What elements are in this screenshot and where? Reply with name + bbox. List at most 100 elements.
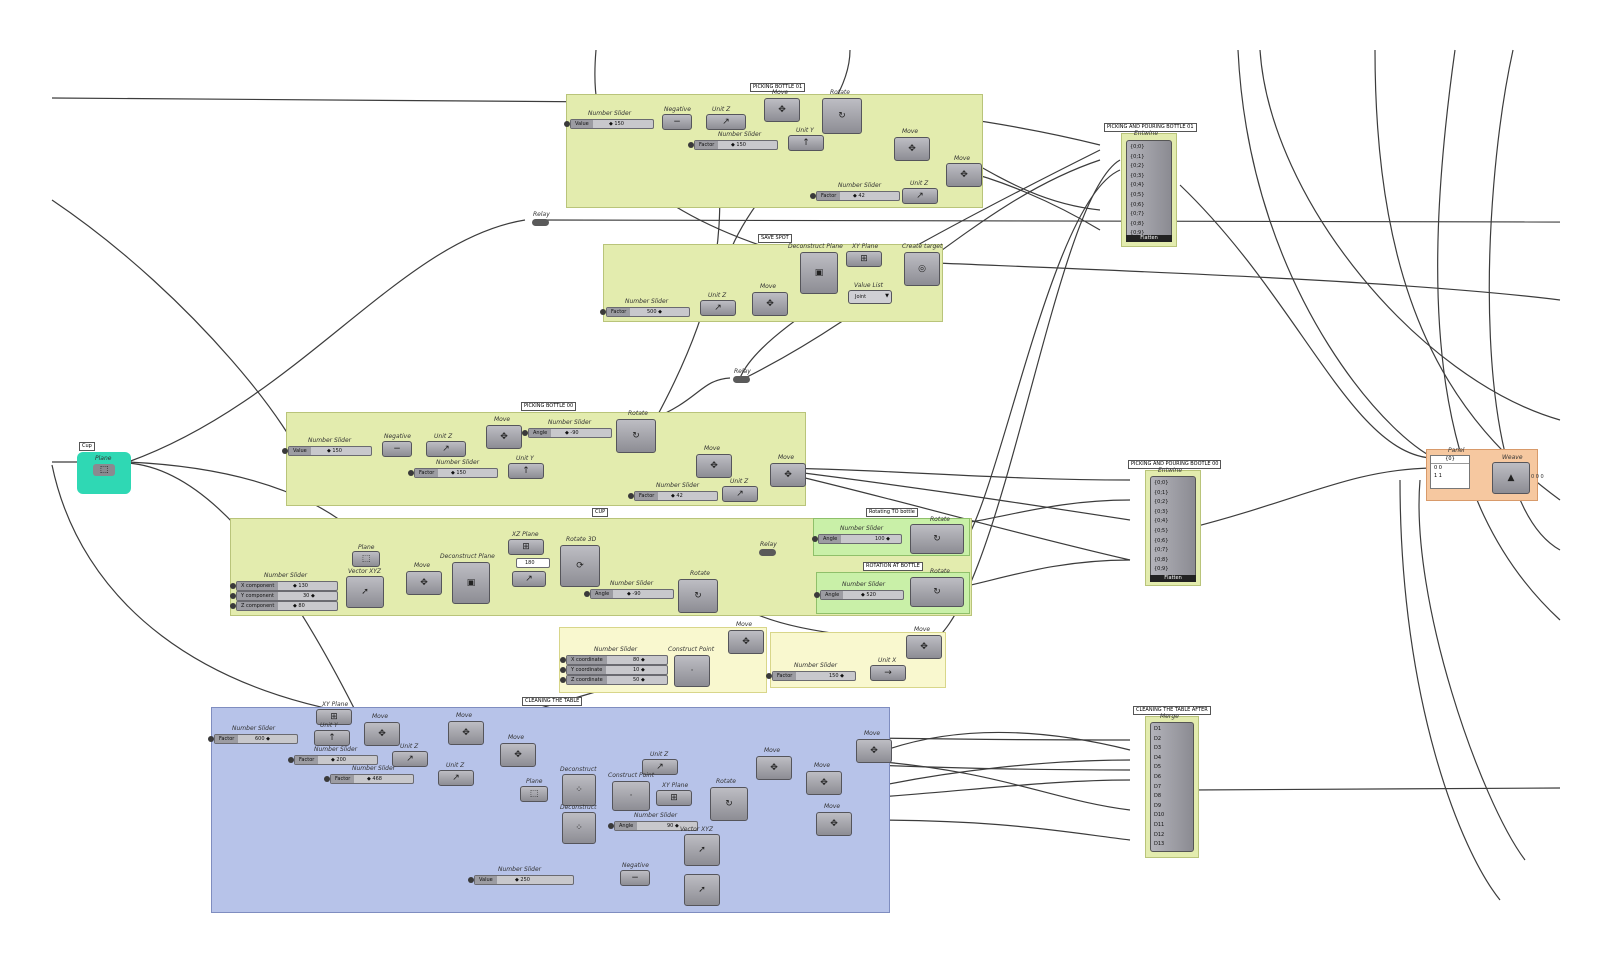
save-valuelist[interactable]: Joint ▼ (848, 290, 892, 304)
b01-negative[interactable]: − (662, 114, 692, 130)
pt-x-slider[interactable]: X coordinate 80 ◆ (560, 655, 668, 665)
cup-y-slider[interactable]: Y component 30 ◆ (230, 591, 338, 601)
slider-name: X coordinate (567, 656, 607, 664)
cup-rotate-3d[interactable]: ⟳ (560, 545, 600, 587)
b01-move-3[interactable]: ✥ (946, 163, 982, 187)
ct-angle90-slider[interactable]: Angle 90 ◆ (608, 821, 698, 831)
cup-plane-param[interactable]: Plane ⬚ (77, 452, 131, 494)
slider-value: ◆ 130 (293, 583, 308, 589)
cup-plane2-label: Plane (358, 544, 375, 551)
ct-plane[interactable]: ⬚ (520, 786, 548, 802)
ct-factor468-slider[interactable]: Factor ◆ 468 (324, 774, 414, 784)
ct-move-1[interactable]: ✥ (364, 722, 400, 746)
b01-unitz-2[interactable]: ↗ (902, 188, 938, 204)
rot-to-rotate[interactable]: ↻ (910, 524, 964, 554)
b00-value-slider[interactable]: Value ◆ 150 (282, 446, 372, 456)
b01-factor42-slider[interactable]: Factor ◆ 42 (810, 191, 900, 201)
unit-z-icon: ↗ (722, 117, 730, 127)
b01-value-slider[interactable]: Value ◆ 150 (564, 119, 654, 129)
cup-unitz[interactable]: ↗ (512, 571, 546, 587)
ct-move-3[interactable]: ✥ (500, 743, 536, 767)
relay-cup[interactable] (759, 549, 776, 556)
construct-point[interactable]: · (674, 655, 710, 687)
relay-top[interactable] (532, 219, 549, 226)
cup-angle-slider[interactable]: Angle ◆ -90 (584, 589, 674, 599)
ct-move-4[interactable]: ✥ (756, 756, 792, 780)
b00-move-3[interactable]: ✥ (770, 463, 806, 487)
b00-move-2[interactable]: ✥ (696, 454, 732, 478)
ct-rotate[interactable]: ↻ (710, 787, 748, 821)
b00-slider4-label: Number Slider (656, 482, 700, 489)
save-factor500-slider[interactable]: Factor 500 ◆ (600, 307, 690, 317)
group-title-cleaning-table-after: CLEANING THE TABLE AFTER (1133, 706, 1211, 715)
rot-at-angle-slider[interactable]: Angle ◆ 520 (814, 590, 904, 600)
b01-move-2[interactable]: ✥ (894, 137, 930, 161)
panel[interactable]: {0} 0 0 1 1 (1430, 455, 1470, 489)
rot-to-angle-slider[interactable]: Angle 100 ◆ (812, 534, 902, 544)
b00-unitz-2[interactable]: ↗ (722, 486, 758, 502)
b00-factor150-slider[interactable]: Factor ◆ 150 (408, 468, 498, 478)
ct-move-7[interactable]: ✥ (816, 812, 852, 836)
cup-plane-2[interactable]: ⬚ (352, 551, 380, 567)
cup-rotate[interactable]: ↻ (678, 579, 718, 613)
cp-move[interactable]: ✥ (728, 630, 764, 654)
pt-y-slider[interactable]: Y coordinate 10 ◆ (560, 665, 668, 675)
ux-factor-slider[interactable]: Factor 150 ◆ (766, 671, 856, 681)
relay-mid[interactable] (733, 376, 750, 383)
entwine-01[interactable]: {0;0} {0;1} {0;2} {0;3} {0;4} {0;5} {0;6… (1126, 140, 1172, 242)
unit-y-icon: ↑ (522, 466, 530, 476)
ct-factor600-slider[interactable]: Factor 600 ◆ (208, 734, 298, 744)
ct-move-6[interactable]: ✥ (856, 739, 892, 763)
ux-move[interactable]: ✥ (906, 635, 942, 659)
save-deconstruct-plane[interactable]: ▣ (800, 252, 838, 294)
entwine-01-inputs: {0;0} {0;1} {0;2} {0;3} {0;4} {0;5} {0;6… (1130, 143, 1144, 239)
save-unitz[interactable]: ↗ (700, 300, 736, 316)
ct-construct-point-label: Construct Point (608, 772, 655, 779)
cup-move[interactable]: ✥ (406, 571, 442, 595)
ct-unitz-3[interactable]: ↗ (642, 759, 678, 775)
b00-unitz[interactable]: ↗ (426, 441, 466, 457)
ct-unitz-2[interactable]: ↗ (438, 770, 474, 786)
cup-vector-xyz[interactable]: ➚ (346, 576, 384, 608)
ct-deconstruct-1[interactable]: ⁘ (562, 774, 596, 806)
b00-rotate[interactable]: ↻ (616, 419, 656, 453)
save-xyplane[interactable]: ⊞ (846, 251, 882, 267)
b00-factor42-slider[interactable]: Factor ◆ 42 (628, 491, 718, 501)
save-create-target[interactable]: ◎ (904, 252, 940, 286)
rot-at-rotate[interactable]: ↻ (910, 577, 964, 607)
weave[interactable]: ▲ (1492, 462, 1530, 494)
cup-xzplane[interactable]: ⊞ (508, 539, 544, 555)
b00-move-1[interactable]: ✥ (486, 425, 522, 449)
entwine-input: {0;6} (1130, 201, 1145, 208)
save-move[interactable]: ✥ (752, 292, 788, 316)
ct-xyplane[interactable]: ⊞ (316, 709, 352, 725)
b01-move-1[interactable]: ✥ (764, 98, 800, 122)
ct-deconstruct-2[interactable]: ⁘ (562, 812, 596, 844)
b00-negative[interactable]: − (382, 441, 412, 457)
merge[interactable]: D1 D2 D3 D4 D5 D6 D7 D8 D9 D10 D11 D12 D… (1150, 722, 1194, 852)
b01-unity[interactable]: ↑ (788, 135, 824, 151)
cup-deconstruct-plane[interactable]: ▣ (452, 562, 490, 604)
b00-angle-slider[interactable]: Angle ◆ -90 (522, 428, 612, 438)
ux-unitx[interactable]: → (870, 665, 906, 681)
ct-unity[interactable]: ↑ (314, 730, 350, 746)
cup-x-slider[interactable]: X component ◆ 130 (230, 581, 338, 591)
b01-rotate[interactable]: ↻ (822, 98, 862, 134)
b00-unity[interactable]: ↑ (508, 463, 544, 479)
cup-180-slider[interactable]: 180 (516, 558, 550, 568)
ct-move-2[interactable]: ✥ (448, 721, 484, 745)
cup-z-slider[interactable]: Z component ◆ 80 (230, 601, 338, 611)
entwine-00[interactable]: {0;0} {0;1} {0;2} {0;3} {0;4} {0;5} {0;6… (1150, 476, 1196, 582)
b01-unitz[interactable]: ↗ (706, 114, 746, 130)
ct-unitz[interactable]: ↗ (392, 751, 428, 767)
ct-construct-point[interactable]: · (612, 781, 650, 811)
pt-z-slider[interactable]: Z coordinate 50 ◆ (560, 675, 668, 685)
ct-xyplane-2[interactable]: ⊞ (656, 790, 692, 806)
b01-factor150-slider[interactable]: Factor ◆ 150 (688, 140, 778, 150)
ct-move-5[interactable]: ✥ (806, 771, 842, 795)
ct-vector-xyz-1[interactable]: ➚ (684, 834, 720, 866)
ct-factor200-slider[interactable]: Factor ◆ 200 (288, 755, 378, 765)
ct-value250-slider[interactable]: Value ◆ 250 (468, 875, 574, 885)
ct-negative[interactable]: − (620, 870, 650, 886)
ct-vector-xyz-2[interactable]: ➚ (684, 874, 720, 906)
